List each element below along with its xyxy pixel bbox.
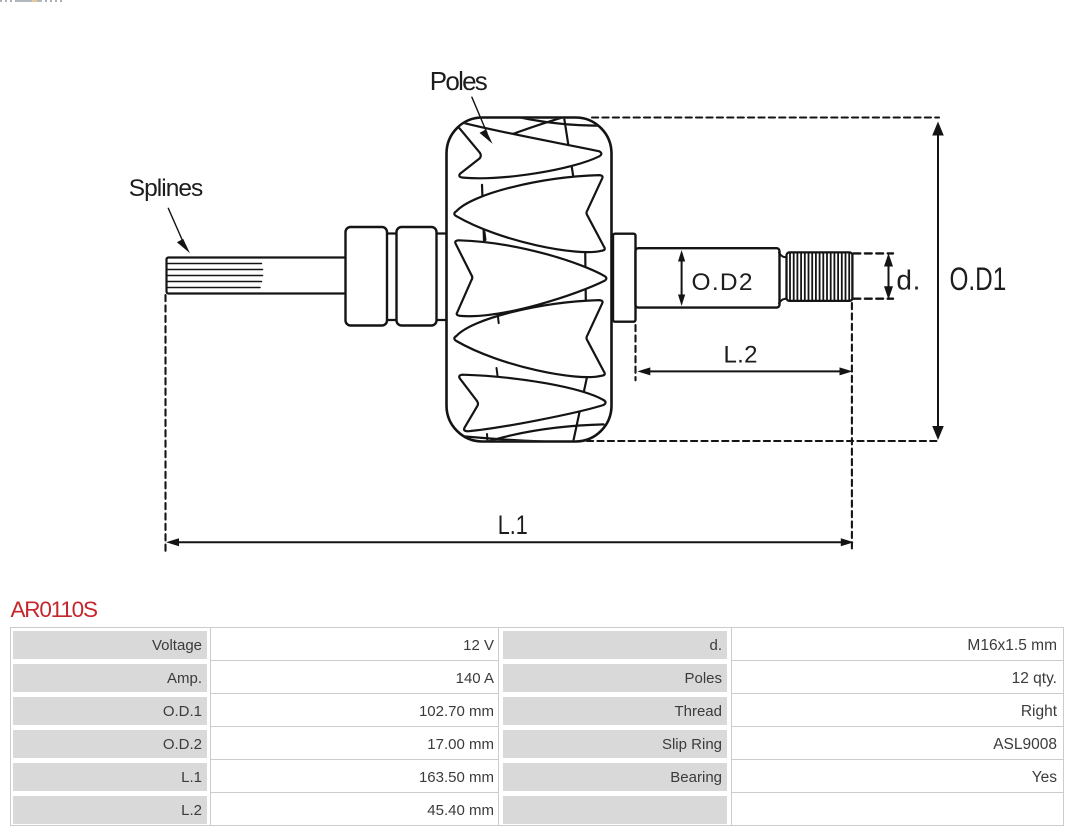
svg-text:O.D2: O.D2 xyxy=(692,269,753,296)
svg-text:L.2: L.2 xyxy=(724,341,758,368)
svg-text:O.D1: O.D1 xyxy=(950,262,1007,298)
svg-text:Splines: Splines xyxy=(129,175,204,202)
svg-text:L.1: L.1 xyxy=(498,511,528,541)
svg-text:Poles: Poles xyxy=(430,66,488,96)
svg-text:d.: d. xyxy=(896,264,920,295)
